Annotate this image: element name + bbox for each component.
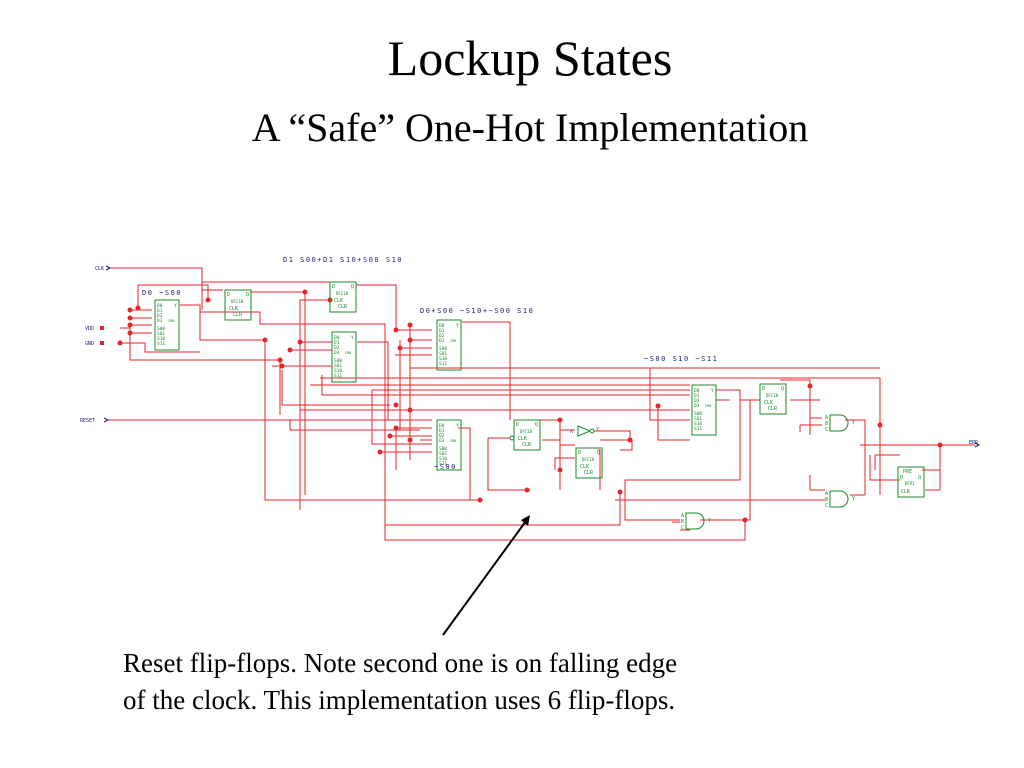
svg-text:D: D bbox=[900, 475, 903, 481]
svg-text:CLK: CLK bbox=[95, 266, 104, 272]
expr-d0-not-s00: D0 ~S00 bbox=[142, 289, 182, 297]
svg-text:DFP1: DFP1 bbox=[905, 481, 915, 486]
svg-text:A: A bbox=[570, 429, 573, 435]
component-and-3 bbox=[680, 512, 712, 532]
component-mux-2 bbox=[331, 331, 357, 383]
component-mux-3 bbox=[436, 319, 462, 371]
port-reset: RESET bbox=[80, 417, 110, 424]
port-clk: CLK bbox=[95, 265, 112, 272]
junction-dots bbox=[117, 289, 943, 523]
annotation-note: Reset flip-flops. Note second one is on … bbox=[123, 645, 883, 719]
annotation-arrow bbox=[442, 515, 530, 636]
component-and-2 bbox=[824, 490, 856, 510]
svg-text:CLK: CLK bbox=[901, 489, 910, 495]
svg-text:ERR: ERR bbox=[969, 440, 979, 446]
expr-d1: D1 S00+D1 S10+S00 S10 bbox=[283, 256, 403, 264]
note-line-2: of the clock. This implementation uses 6… bbox=[123, 685, 676, 715]
component-dff-pre: PRE D Q DFP1 CLK bbox=[897, 466, 925, 498]
component-and-1 bbox=[824, 414, 856, 434]
expr-not-s00: ~S00 bbox=[434, 463, 457, 471]
svg-text:VDD: VDD bbox=[85, 326, 94, 332]
component-dff-2 bbox=[329, 281, 357, 313]
wiring bbox=[108, 267, 975, 541]
svg-text:PRE: PRE bbox=[903, 469, 912, 475]
svg-text:GND: GND bbox=[85, 341, 94, 347]
component-mux-5 bbox=[691, 384, 717, 436]
expr-d0: D0+S00 ~S10+~S00 S10 bbox=[420, 307, 534, 315]
port-gnd: GND bbox=[85, 341, 104, 347]
component-dff-3 bbox=[509, 419, 541, 451]
port-err: ERR bbox=[969, 440, 981, 448]
svg-text:RESET: RESET bbox=[80, 418, 95, 424]
port-vdd: VDD bbox=[85, 326, 104, 332]
slide-title: Lockup States bbox=[387, 30, 673, 86]
slide-subtitle: A “Safe” One-Hot Implementation bbox=[251, 105, 809, 150]
component-inverter: A Y bbox=[570, 425, 599, 437]
svg-text:Q: Q bbox=[918, 475, 921, 481]
expr-s00-s10-s11: ~S00 S10 ~S11 bbox=[644, 355, 718, 363]
component-mux-1 bbox=[154, 299, 180, 351]
component-dff-1 bbox=[224, 289, 252, 321]
component-dff-5 bbox=[759, 383, 787, 415]
svg-text:Y: Y bbox=[596, 427, 599, 433]
note-line-1: Reset flip-flops. Note second one is on … bbox=[123, 648, 678, 678]
component-dff-4 bbox=[575, 447, 603, 479]
